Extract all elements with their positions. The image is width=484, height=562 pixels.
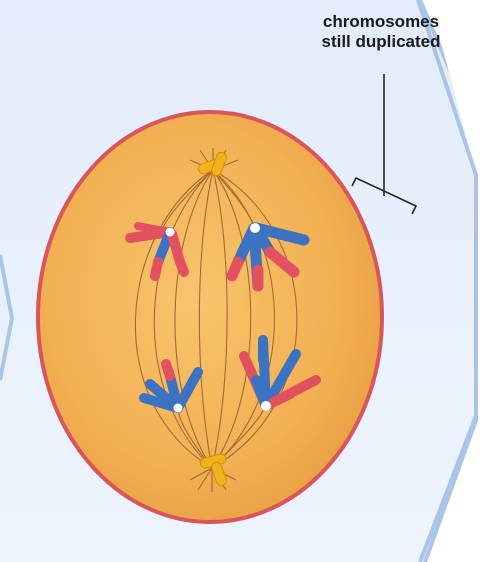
annotation-line-1: chromosomes: [322, 12, 440, 31]
cell: [36, 110, 384, 524]
next-stage-arrow: [416, 0, 484, 562]
centrosome-top: [197, 151, 227, 177]
centrosome-bottom: [199, 453, 227, 487]
chromosome-group-lower-left: [139, 359, 203, 413]
annotation-label: chromosomes still duplicated: [296, 12, 466, 52]
annotation-line-2: still duplicated: [321, 32, 441, 51]
chromosome-group-upper-right: [226, 222, 310, 292]
centromere: [250, 223, 260, 233]
centromere: [165, 227, 175, 237]
annotation-leader-line: [351, 74, 418, 215]
previous-stage-arrow: [0, 254, 15, 381]
centromere: [173, 403, 183, 413]
chromosome-group-lower-right: [239, 335, 321, 411]
centromere: [261, 401, 271, 411]
chromosome-group-upper-left: [125, 222, 189, 281]
